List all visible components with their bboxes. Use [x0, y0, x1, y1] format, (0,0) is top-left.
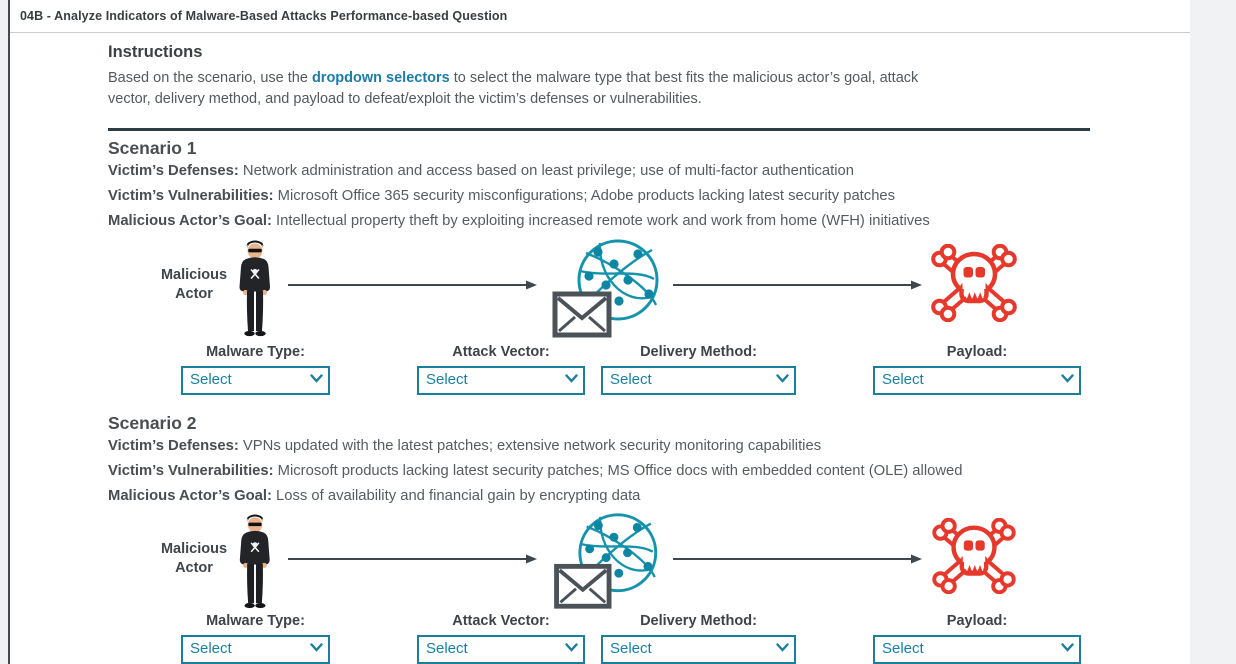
- s2-attack-vector-select[interactable]: Select: [417, 635, 585, 664]
- scenario-2-goal: Malicious Actor’s Goal: Loss of availabi…: [108, 484, 1100, 509]
- delivery-method-label: Delivery Method:: [640, 613, 757, 629]
- envelope-icon: [554, 563, 612, 609]
- payload-label: Payload:: [946, 613, 1008, 629]
- s1-delivery-method-control: Delivery Method: Select: [601, 344, 796, 395]
- malware-type-label: Malware Type:: [206, 344, 305, 360]
- scenario-1-attack-diagram: Malicious Actor: [108, 238, 1100, 342]
- attack-arrow-left: [288, 280, 537, 290]
- defenses-value: Network administration and access based …: [238, 163, 854, 179]
- goal-label: Malicious Actor’s Goal:: [108, 488, 272, 504]
- scenario-1-controls: Malware Type: Select Attack Vector: Sele…: [108, 344, 1100, 401]
- malware-type-label: Malware Type:: [206, 613, 305, 629]
- dropdown-selectors-emphasis: dropdown selectors: [311, 70, 450, 86]
- s2-payload-control: Payload: Select: [873, 613, 1081, 664]
- s1-attack-vector-select[interactable]: Select: [417, 366, 585, 395]
- attack-vector-label: Attack Vector:: [452, 613, 550, 629]
- scenario-2-controls: Malware Type: Select Attack Vector: Sele…: [108, 613, 1100, 664]
- delivery-method-label: Delivery Method:: [640, 344, 757, 360]
- scenario-1-defenses: Victim’s Defenses: Network administratio…: [108, 159, 1100, 184]
- s2-delivery-method-select[interactable]: Select: [601, 635, 796, 664]
- goal-value: Loss of availability and financial gain …: [271, 488, 641, 504]
- payload-label: Payload:: [946, 344, 1008, 360]
- malicious-actor-icon: [239, 514, 270, 609]
- skull-crossbones-icon: [931, 244, 1017, 322]
- attack-vector-label: Attack Vector:: [452, 344, 550, 360]
- goal-label: Malicious Actor’s Goal:: [108, 213, 272, 229]
- globe-network-icon: [552, 239, 659, 338]
- attack-arrow-left: [288, 554, 537, 564]
- malicious-actor-label: Malicious Actor: [160, 541, 228, 576]
- s1-malware-type-select[interactable]: Select: [181, 366, 330, 395]
- scenario-1-goal: Malicious Actor’s Goal: Intellectual pro…: [108, 209, 1100, 234]
- skull-crossbones-icon: [932, 518, 1016, 594]
- scenario-1-title: Scenario 1: [108, 138, 197, 158]
- attack-arrow-right: [673, 280, 922, 290]
- defenses-label: Victim’s Defenses:: [108, 438, 239, 454]
- s1-attack-vector-control: Attack Vector: Select: [417, 344, 585, 395]
- section-divider-top: [108, 128, 1090, 131]
- scenario-2-title: Scenario 2: [108, 413, 197, 433]
- s2-attack-vector-control: Attack Vector: Select: [417, 613, 585, 664]
- vulnerabilities-value: Microsoft products lacking latest securi…: [273, 463, 963, 479]
- s1-delivery-method-select[interactable]: Select: [601, 366, 796, 395]
- s2-payload-select[interactable]: Select: [873, 635, 1081, 664]
- scenario-2-section: Scenario 2 Victim’s Defenses: VPNs updat…: [108, 413, 1100, 664]
- question-panel: 04B - Analyze Indicators of Malware-Base…: [8, 0, 1190, 664]
- vulnerabilities-label: Victim’s Vulnerabilities:: [108, 463, 274, 479]
- defenses-label: Victim’s Defenses:: [108, 163, 239, 179]
- title-bar: 04B - Analyze Indicators of Malware-Base…: [10, 0, 1190, 33]
- s2-delivery-method-control: Delivery Method: Select: [601, 613, 796, 664]
- attack-arrow-right: [673, 554, 922, 564]
- envelope-icon: [552, 291, 612, 338]
- instructions-text-before: Based on the scenario, use the: [108, 70, 312, 86]
- vulnerabilities-value: Microsoft Office 365 security misconfigu…: [273, 188, 896, 204]
- goal-value: Intellectual property theft by exploitin…: [271, 213, 930, 229]
- defenses-value: VPNs updated with the latest patches; ex…: [238, 438, 822, 454]
- globe-network-icon: [554, 513, 658, 609]
- scenario-1-section: Scenario 1 Victim’s Defenses: Network ad…: [108, 138, 1100, 401]
- s1-malware-type-control: Malware Type: Select: [181, 344, 330, 395]
- s2-malware-type-select[interactable]: Select: [181, 635, 330, 664]
- scenario-1-vulnerabilities: Victim’s Vulnerabilities: Microsoft Offi…: [108, 184, 1100, 209]
- s1-payload-select[interactable]: Select: [873, 366, 1081, 395]
- malicious-actor-icon: [239, 240, 270, 337]
- instructions-heading: Instructions: [108, 43, 203, 61]
- instructions-text: Based on the scenario, use the dropdown …: [108, 68, 940, 110]
- scenario-2-attack-diagram: Malicious Actor: [108, 512, 1100, 611]
- malicious-actor-label: Malicious Actor: [160, 267, 228, 302]
- instructions-text-after: to select the malware type that best fit…: [108, 70, 919, 107]
- s1-payload-control: Payload: Select: [873, 344, 1081, 395]
- scenario-2-defenses: Victim’s Defenses: VPNs updated with the…: [108, 434, 1100, 459]
- s2-malware-type-control: Malware Type: Select: [181, 613, 330, 664]
- vulnerabilities-label: Victim’s Vulnerabilities:: [108, 188, 274, 204]
- page-title: 04B - Analyze Indicators of Malware-Base…: [20, 9, 508, 23]
- scenario-2-vulnerabilities: Victim’s Vulnerabilities: Microsoft prod…: [108, 459, 1100, 484]
